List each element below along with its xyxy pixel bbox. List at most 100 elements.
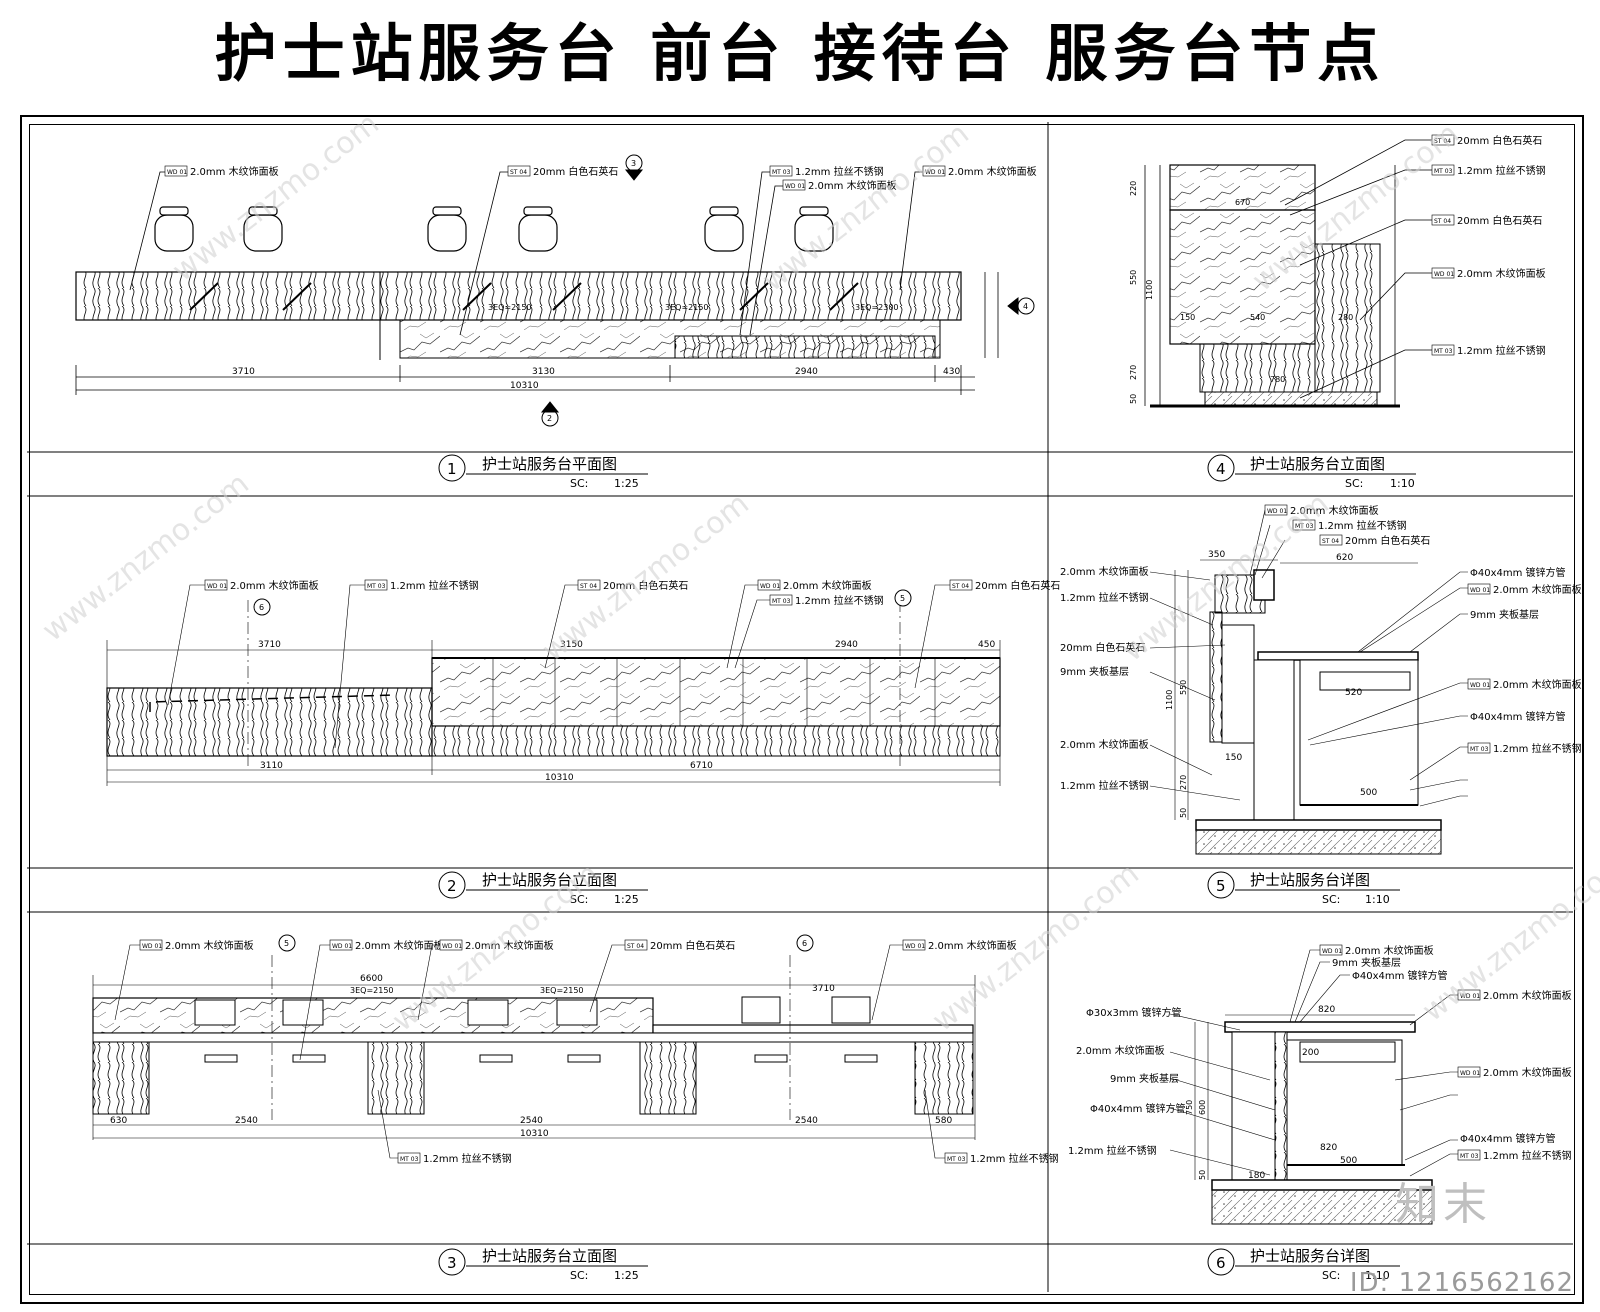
eq-dim: 3EQ=2150 — [350, 986, 394, 995]
dim: 520 — [1345, 688, 1362, 698]
tag-st04: ST 04 — [580, 583, 597, 590]
note-steel: 1.2mm 拉丝不锈钢 — [795, 594, 884, 607]
dim: 50 — [1198, 1170, 1207, 1180]
note-tube: Φ40x4mm 镀锌方管 — [1460, 1132, 1556, 1145]
tag-st04: ST 04 — [1434, 138, 1451, 145]
dim: 3710 — [812, 984, 835, 994]
note-wood: 2.0mm 木纹饰面板 — [1290, 504, 1379, 517]
dim: 2540 — [795, 1116, 818, 1126]
panel-title: 护士站服务台详图 — [1250, 871, 1370, 889]
panel-title: 护士站服务台立面图 — [482, 871, 617, 889]
tag-wd01: WD 01 — [167, 169, 187, 176]
note-wood: 2.0mm 木纹饰面板 — [465, 939, 554, 952]
note-tube: Φ40x4mm 镀锌方管 — [1470, 566, 1566, 579]
panel-title: 护士站服务台立面图 — [1250, 455, 1385, 473]
note-wood: 2.0mm 木纹饰面板 — [1483, 1066, 1572, 1079]
dim: 50 — [1129, 394, 1138, 404]
tag-st04: ST 04 — [1434, 218, 1451, 225]
panel-number: 5 — [1216, 877, 1226, 895]
tag-mt03: MT 03 — [400, 1156, 419, 1163]
tag-wd01: WD 01 — [442, 943, 462, 950]
panel-grid — [27, 122, 1573, 1292]
panel-titles: 1 护士站服务台平面图 SC: 1:25 4 护士站服务台立面图 SC: 1:1… — [438, 454, 1416, 1282]
drawing-frame — [29, 124, 1575, 1295]
tag-mt03: MT 03 — [1295, 523, 1314, 530]
tag-wd01: WD 01 — [1460, 993, 1480, 1000]
note-board: 9mm 夹板基层 — [1060, 665, 1129, 678]
note-steel: 1.2mm 拉丝不锈钢 — [1493, 742, 1582, 755]
scale-label: SC: — [570, 893, 588, 906]
panel-number: 1 — [447, 460, 457, 478]
note-steel: 1.2mm 拉丝不锈钢 — [795, 165, 884, 178]
scale-label: SC: — [1322, 893, 1340, 906]
note-stone: 20mm 白色石英石 — [975, 579, 1060, 592]
note-wood: 2.0mm 木纹饰面板 — [1060, 565, 1149, 578]
dim: 2940 — [795, 367, 818, 377]
dim-total: 10310 — [545, 773, 574, 783]
tag-wd01: WD 01 — [332, 943, 352, 950]
note-board: 9mm 夹板基层 — [1332, 956, 1401, 969]
dim: 3110 — [260, 761, 283, 771]
scale-value: 1:10 — [1365, 893, 1390, 906]
scale-value: 1:25 — [614, 477, 639, 490]
dim: 600 — [1198, 1100, 1207, 1115]
scale-value: 1:10 — [1365, 1269, 1390, 1282]
brand-logo: 知末 — [1395, 1179, 1491, 1230]
note-steel: 1.2mm 拉丝不锈钢 — [1457, 344, 1546, 357]
tag-wd01: WD 01 — [1322, 948, 1342, 955]
note-steel: 1.2mm 拉丝不锈钢 — [970, 1152, 1059, 1165]
note-wood: 2.0mm 木纹饰面板 — [1345, 944, 1434, 957]
note-wood: 2.0mm 木纹饰面板 — [165, 939, 254, 952]
panel-title-2: 2 护士站服务台立面图 SC: 1:25 — [438, 871, 648, 906]
note-wood: 2.0mm 木纹饰面板 — [808, 179, 897, 192]
keyboard-icons — [189, 282, 859, 311]
svg-text:3: 3 — [631, 159, 636, 168]
eq-dim: 3EQ=2150 — [488, 303, 532, 312]
tag-wd01: WD 01 — [1267, 508, 1287, 515]
note-wood: 2.0mm 木纹饰面板 — [1493, 583, 1582, 596]
tag-st04: ST 04 — [952, 583, 969, 590]
note-tube: Φ40x4mm 镀锌方管 — [1352, 969, 1448, 982]
note-steel: 1.2mm 拉丝不锈钢 — [390, 579, 479, 592]
svg-text:5: 5 — [284, 939, 289, 948]
dim: 3150 — [560, 640, 583, 650]
tag-wd01: WD 01 — [1460, 1070, 1480, 1077]
svg-text:6: 6 — [259, 603, 264, 612]
panel-title-6: 6 护士站服务台详图 SC: 1:10 — [1207, 1247, 1400, 1282]
panel-3-elevation: 5 6 6600 3710 3EQ=2150 3EQ=2150 630 2540… — [92, 934, 1059, 1165]
dim: 270 — [1179, 775, 1188, 790]
note-wood: 2.0mm 木纹饰面板 — [355, 939, 444, 952]
svg-text:6: 6 — [802, 939, 807, 948]
note-wood: 2.0mm 木纹饰面板 — [1493, 678, 1582, 691]
note-wood: 2.0mm 木纹饰面板 — [928, 939, 1017, 952]
dim: 50 — [1179, 808, 1188, 818]
dim: 3710 — [232, 367, 255, 377]
panel-title: 护士站服务台详图 — [1250, 1247, 1370, 1265]
panel-title-4: 4 护士站服务台立面图 SC: 1:10 — [1207, 454, 1416, 490]
note-stone: 20mm 白色石英石 — [650, 939, 735, 952]
note-steel: 1.2mm 拉丝不锈钢 — [1483, 1149, 1572, 1162]
svg-text:5: 5 — [900, 594, 905, 603]
tag-mt03: MT 03 — [772, 598, 791, 605]
dim: 150 — [1180, 313, 1195, 322]
dim: 540 — [1250, 313, 1265, 322]
note-tube2: Φ30x3mm 镀锌方管 — [1086, 1006, 1182, 1019]
page-title: 护士站服务台 前台 接待台 服务台节点 — [214, 17, 1386, 90]
eq-dim: 3EQ=2150 — [665, 303, 709, 312]
note-wood: 2.0mm 木纹饰面板 — [1076, 1044, 1165, 1057]
tag-wd01: WD 01 — [142, 943, 162, 950]
dim: 620 — [1336, 553, 1353, 563]
tag-mt03: MT 03 — [1460, 1153, 1479, 1160]
dim: 670 — [1235, 198, 1250, 207]
panel-number: 6 — [1216, 1254, 1226, 1272]
dim: 630 — [110, 1116, 127, 1126]
scale-label: SC: — [1322, 1269, 1340, 1282]
dim: 820 — [1318, 1005, 1335, 1015]
tag-wd01: WD 01 — [1470, 682, 1490, 689]
svg-text:4: 4 — [1023, 302, 1028, 311]
note-wood: 2.0mm 木纹饰面板 — [948, 165, 1037, 178]
dim: 580 — [935, 1116, 952, 1126]
dim-total: 10310 — [520, 1129, 549, 1139]
note-stone: 20mm 白色石英石 — [1060, 641, 1145, 654]
